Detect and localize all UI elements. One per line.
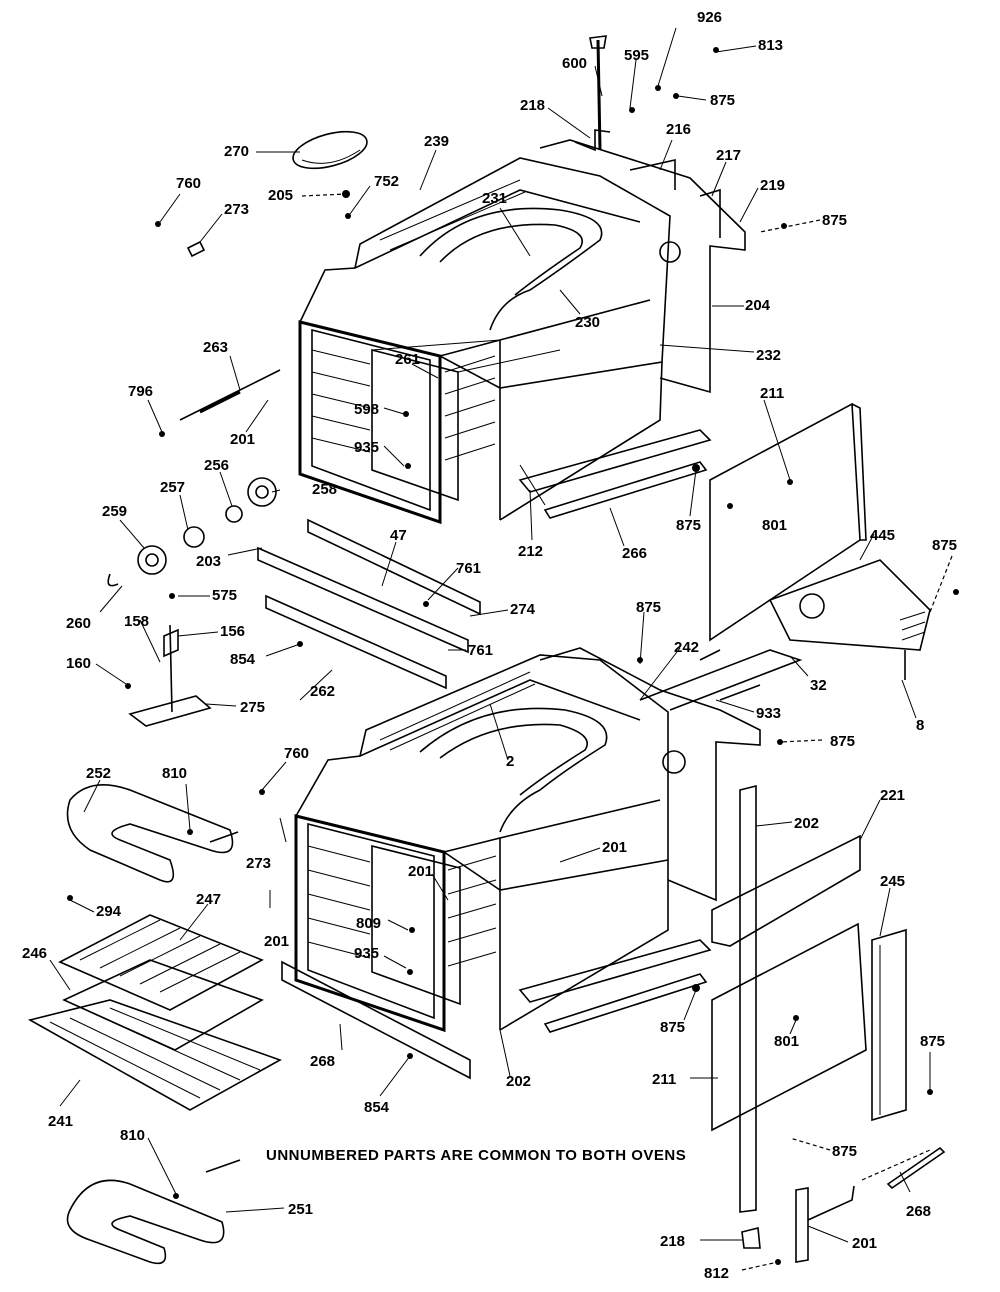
part-label: 796 (128, 383, 153, 400)
part-label: 935 (354, 439, 379, 456)
part-label: 202 (794, 815, 819, 832)
part-label: 241 (48, 1113, 73, 1130)
part-label: 252 (86, 765, 111, 782)
part-label: 246 (22, 945, 47, 962)
part-label: 935 (354, 945, 379, 962)
lower-side-panel (539, 647, 803, 902)
part-label: 219 (760, 177, 785, 194)
part-label: 933 (756, 705, 781, 722)
part-label: 203 (196, 553, 221, 570)
part-label: 32 (810, 677, 827, 694)
part-label: 268 (310, 1053, 335, 1070)
part-label: 752 (374, 173, 399, 190)
hardware-dots (67, 47, 959, 1265)
part-label: 251 (288, 1201, 313, 1218)
part-label: 211 (760, 385, 784, 402)
part-label: 242 (674, 639, 699, 656)
part-label: 875 (636, 599, 661, 616)
part-label: 445 (870, 527, 895, 544)
upper-side-panel (539, 35, 746, 394)
part-label: 575 (212, 587, 237, 604)
part-label: 212 (518, 543, 543, 560)
part-label: 274 (510, 601, 536, 618)
part-label: 216 (666, 121, 691, 138)
part-label: 260 (66, 615, 91, 632)
part-label: 761 (456, 560, 481, 577)
part-label: 201 (264, 933, 289, 950)
part-label: 217 (716, 147, 741, 164)
diagram-note: UNNUMBERED PARTS ARE COMMON TO BOTH OVEN… (266, 1147, 686, 1164)
part-label: 201 (230, 431, 255, 448)
part-label: 211 (652, 1071, 676, 1088)
leader-lines (49, 27, 953, 1271)
part-label: 294 (96, 903, 122, 920)
part-label: 259 (102, 503, 127, 520)
part-label: 201 (408, 863, 433, 880)
part-label: 809 (356, 915, 381, 932)
part-label: 275 (240, 699, 265, 716)
part-label: 270 (224, 143, 249, 160)
part-label: 595 (624, 47, 649, 64)
part-label: 263 (203, 339, 228, 356)
part-label: 218 (660, 1233, 685, 1250)
part-label: 854 (230, 651, 256, 668)
part-label: 875 (932, 537, 957, 554)
part-label: 8 (916, 717, 924, 734)
part-label: 600 (562, 55, 587, 72)
part-label: 218 (520, 97, 545, 114)
part-label: 810 (162, 765, 187, 782)
part-label: 760 (176, 175, 201, 192)
part-label: 221 (880, 787, 905, 804)
part-label: 875 (822, 212, 847, 229)
part-label: 232 (756, 347, 781, 364)
part-label: 262 (310, 683, 335, 700)
part-label: 812 (704, 1265, 729, 1282)
right-side-panels (709, 402, 946, 1263)
part-label: 245 (880, 873, 905, 890)
part-label: 239 (424, 133, 449, 150)
part-label: 875 (676, 517, 701, 534)
part-label: 160 (66, 655, 91, 672)
part-label: 201 (602, 839, 627, 856)
part-label: 202 (506, 1073, 531, 1090)
part-label: 256 (204, 457, 229, 474)
part-label: 273 (224, 201, 249, 218)
part-label: 258 (312, 481, 337, 498)
part-label: 875 (920, 1033, 945, 1050)
part-label: 266 (622, 545, 647, 562)
part-label: 926 (697, 9, 722, 26)
lower-oven-cavity (281, 654, 712, 1080)
part-label: 204 (745, 297, 771, 314)
part-label: 875 (830, 733, 855, 750)
part-label: 201 (852, 1235, 877, 1252)
left-parts (27, 130, 481, 1265)
part-label: 875 (660, 1019, 685, 1036)
part-label: 801 (762, 517, 787, 534)
part-label: 156 (220, 623, 245, 640)
part-label: 760 (284, 745, 309, 762)
part-label: 205 (268, 187, 293, 204)
part-label: 810 (120, 1127, 145, 1144)
part-label: 761 (468, 642, 493, 659)
part-label: 875 (832, 1143, 857, 1160)
part-label: 158 (124, 613, 149, 630)
part-label: 875 (710, 92, 735, 109)
part-label: 247 (196, 891, 221, 908)
part-label: 2 (506, 753, 514, 770)
part-label: 47 (390, 527, 407, 544)
part-label: 268 (906, 1203, 931, 1220)
part-label: 801 (774, 1033, 799, 1050)
part-label: 813 (758, 37, 783, 54)
part-label: 273 (246, 855, 271, 872)
part-label: 598 (354, 401, 379, 418)
part-label: 231 (482, 190, 507, 207)
part-label: 854 (364, 1099, 390, 1116)
part-label: 261 (395, 351, 420, 368)
upper-oven-cavity (298, 157, 712, 525)
part-label: 257 (160, 479, 185, 496)
part-labels: 926 813 600 595 875 218 216 217 219 875 … (22, 9, 957, 1282)
part-label: 230 (575, 314, 600, 331)
